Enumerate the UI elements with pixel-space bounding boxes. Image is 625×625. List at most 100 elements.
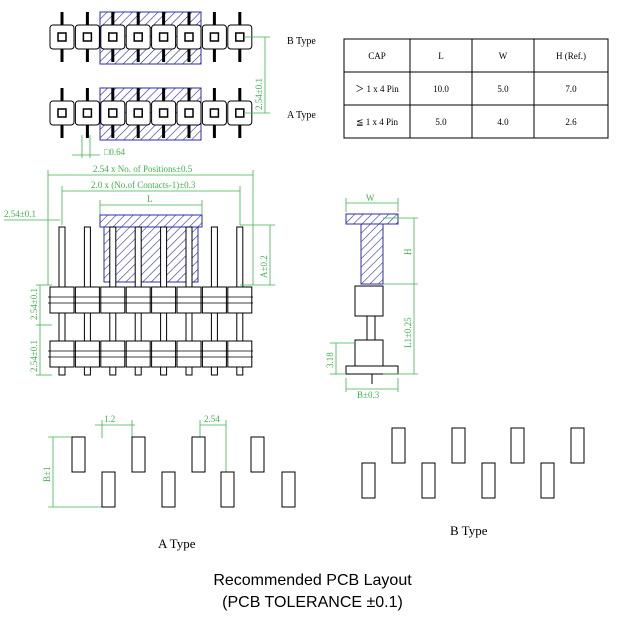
dim-pitch-vertical: 2.54±0.1 [245, 36, 270, 114]
pcb-254-label: 2.54 [204, 414, 220, 424]
dim-pitch-vertical-label: 2.54±0.1 [254, 78, 264, 110]
table-header-cell: CAP [368, 51, 386, 61]
side-view: W H L1±0.25 3.18 B±0.3 [325, 193, 418, 400]
pin-housing [49, 100, 75, 126]
top-view-b-type [49, 11, 253, 65]
a-type-label-top: A Type [287, 110, 316, 121]
dim-total-length-label: 2.54 x No. of Positions±0.5 [93, 164, 193, 174]
housing-block [151, 286, 177, 314]
pin-square [209, 32, 220, 42]
pcb-pad [421, 462, 436, 499]
front-view: 2.54 x No. of Positions±0.5 2.0 x (No.of… [4, 164, 275, 376]
dim-pitch-row2-label: 2.54±0.1 [29, 340, 39, 372]
pcb-pad [481, 462, 496, 499]
table-cell: 4.0 [497, 117, 509, 127]
housing-block [49, 286, 75, 314]
pin-housing [100, 24, 126, 50]
housing-block [201, 340, 227, 368]
pin-housing [125, 24, 151, 50]
housing-block [100, 286, 126, 314]
pin-housing [49, 24, 75, 50]
pcb-pad [131, 436, 146, 473]
table-cell: 5.0 [435, 117, 447, 127]
pin-square [57, 32, 67, 42]
dim-A-label: A±0.2 [259, 255, 269, 278]
table-cell: ≦ 1 x 4 Pin [356, 117, 399, 127]
pin-square [235, 108, 245, 118]
dim-L-label: L [147, 194, 153, 204]
dim-pitch-row1-label: 2.54±0.1 [29, 288, 39, 320]
table-cell: 10.0 [433, 84, 449, 94]
table-cell: 2.6 [565, 117, 577, 127]
pcb-pad [281, 471, 296, 508]
housing-block [125, 286, 151, 314]
pcb-12-label: 1.2 [104, 414, 115, 424]
pin-housing [74, 24, 100, 50]
housing-block [74, 340, 100, 368]
a-type-label-bottom: A Type [158, 536, 196, 551]
dim-contacts-label: 2.0 x (No.of Contacts-1)±0.3 [91, 180, 196, 190]
pin-housing [74, 100, 100, 126]
pin-square [184, 108, 194, 118]
housing-block [227, 286, 253, 314]
top-view-a-type [49, 87, 253, 141]
footer-tolerance: (PCB TOLERANCE ±0.1) [222, 594, 403, 611]
b-type-label-top: B Type [287, 36, 316, 47]
pin-housing [176, 24, 202, 50]
pcb-pad [451, 427, 466, 464]
pin-housing [151, 100, 177, 126]
pin-square [108, 108, 118, 118]
footer-title: Recommended PCB Layout [213, 572, 412, 589]
pcb-B-label: B±1 [42, 467, 52, 482]
pcb-pad [161, 471, 176, 508]
pcb-pad [570, 427, 585, 464]
pin-square [82, 108, 93, 118]
pin-square [158, 32, 169, 42]
pin-housing [100, 100, 126, 126]
pcb-pad [71, 436, 86, 473]
housing-block [176, 340, 202, 368]
pin-housing [201, 100, 227, 126]
housing-block [125, 340, 151, 368]
pcb-pad [361, 462, 376, 499]
table-cell: ＞ 1 x 4 Pin [355, 84, 399, 94]
pcb-layout-b [361, 427, 585, 499]
pin-square [82, 32, 93, 42]
table-header-cell: H (Ref.) [556, 51, 586, 61]
pcb-pad [510, 427, 525, 464]
table-header-cell: W [499, 51, 508, 61]
housing-block [227, 340, 253, 368]
dim-H-label: H [403, 248, 413, 255]
pin-square [184, 32, 194, 42]
dim-pitch-left-label: 2.54±0.1 [4, 209, 36, 219]
b-type-label-bottom: B Type [450, 523, 488, 538]
housing-block [49, 340, 75, 368]
pcb-pad [101, 471, 116, 508]
dim-W-label: W [366, 193, 375, 203]
table-cell: 5.0 [497, 84, 509, 94]
pcb-pad [250, 436, 265, 473]
housing-block [74, 286, 100, 314]
pin-square [108, 32, 118, 42]
dim-B-label: B±0.3 [357, 390, 380, 400]
pin-square [158, 108, 169, 118]
pin-housing [201, 24, 227, 50]
pin-square [133, 108, 143, 118]
table-header-cell: L [438, 51, 444, 61]
pin-square [133, 32, 143, 42]
pin-square [57, 108, 67, 118]
housing-block [201, 286, 227, 314]
pin-housing [151, 24, 177, 50]
pcb-pad [220, 471, 235, 508]
pcb-pad [391, 427, 406, 464]
housing-block [151, 340, 177, 368]
cap-table: CAP L W H (Ref.) ＞ 1 x 4 Pin 10.0 5.0 7.0 ≦ 1 x … [343, 38, 609, 139]
pcb-pad [191, 436, 206, 473]
housing-block [100, 340, 126, 368]
dim-pin-square: □0.64 [72, 135, 126, 158]
pcb-pad [540, 462, 555, 499]
pin-housing [125, 100, 151, 126]
table-cell: 7.0 [565, 84, 577, 94]
pin-housing [176, 100, 202, 126]
